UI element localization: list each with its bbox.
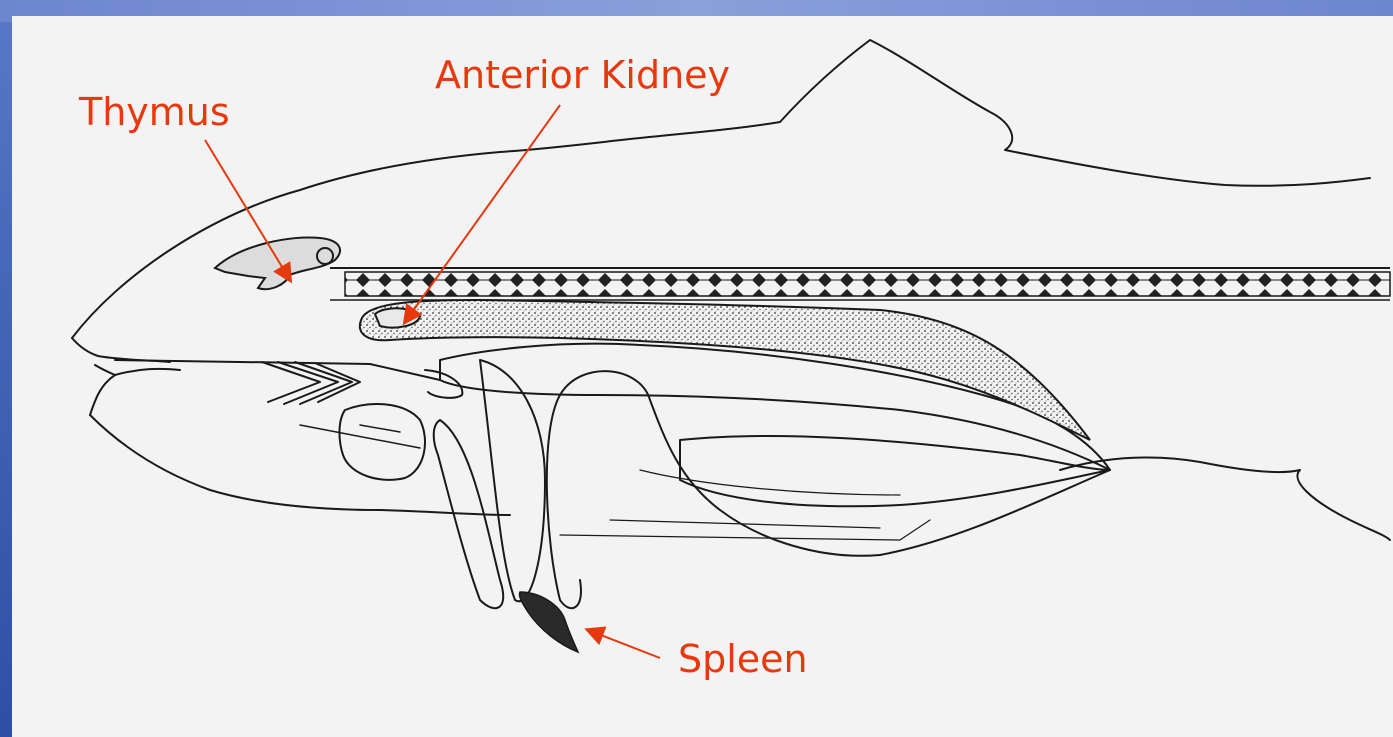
spleen: [519, 592, 578, 652]
anterior-kidney-label: Anterior Kidney: [435, 56, 730, 94]
gill-arches: [262, 362, 360, 404]
body-outline-ventral: [90, 415, 510, 515]
mouth: [72, 338, 180, 415]
spleen-pointer: [588, 630, 660, 658]
vertebral-column: [345, 272, 1390, 296]
spleen-label: Spleen: [678, 640, 808, 678]
stomach: [480, 360, 545, 601]
heart: [339, 404, 425, 480]
gonad: [680, 436, 1110, 506]
thymus-label: Thymus: [79, 93, 230, 131]
kidney-stippled: [360, 300, 1090, 440]
